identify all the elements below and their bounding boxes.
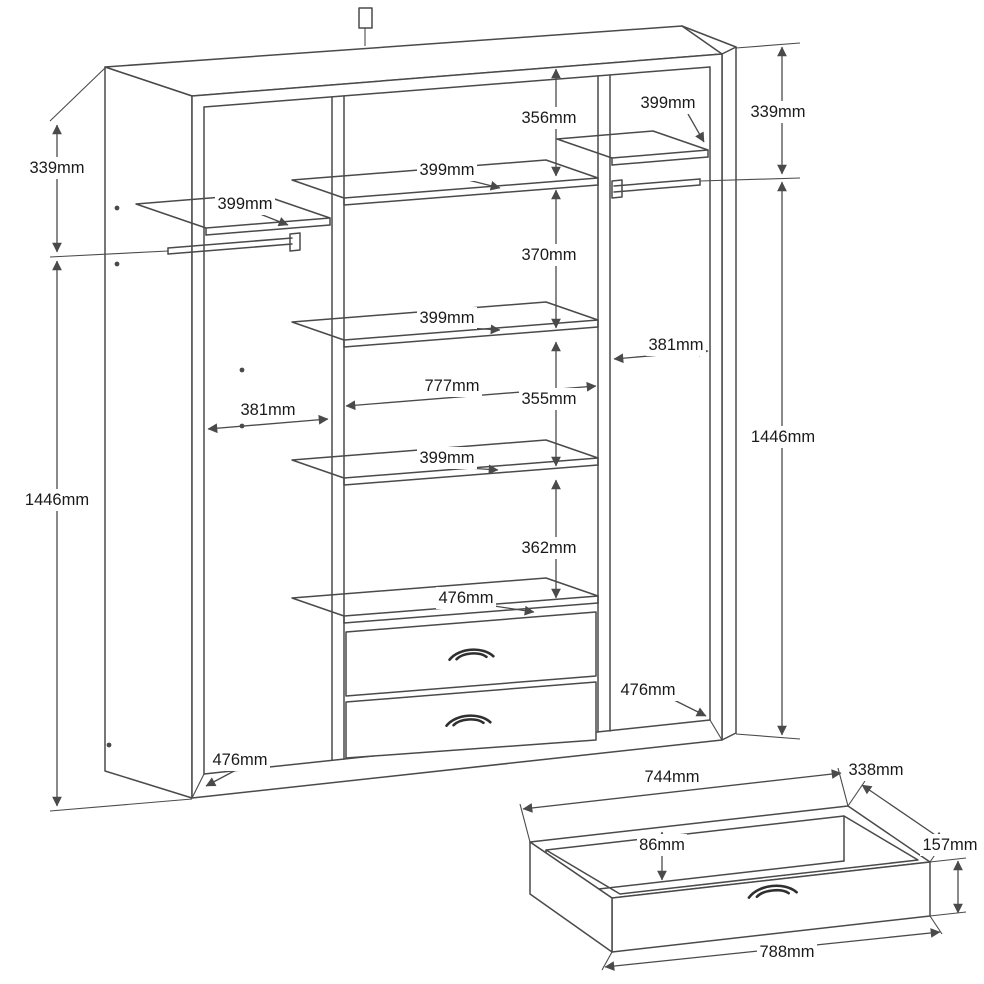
middle-shelf-2 bbox=[291, 301, 599, 348]
dim-label-mid-width: 777mm bbox=[422, 375, 482, 397]
dim-line-381-left bbox=[207, 414, 329, 434]
drawer-1-handle-icon bbox=[448, 648, 495, 662]
dim-text-left-shelf: 399mm bbox=[217, 195, 272, 213]
dim-text-mid-shelf-3: 399mm bbox=[419, 449, 474, 467]
dim-text-left-height: 1446mm bbox=[25, 491, 89, 509]
right-shelf bbox=[556, 130, 709, 166]
dim-line-744 bbox=[522, 769, 842, 813]
dim-label-drawer-height: 157mm bbox=[920, 834, 980, 856]
drawer-detail-handle-icon bbox=[747, 884, 798, 899]
dim-label-left-top: 339mm bbox=[27, 157, 87, 179]
middle-shelf-1 bbox=[291, 159, 599, 206]
dim-line-338 bbox=[861, 784, 945, 842]
dim-text-right-shelf: 399mm bbox=[640, 94, 695, 112]
dim-text-mid-width: 777mm bbox=[424, 377, 479, 395]
wardrobe-drawer-1 bbox=[345, 611, 597, 697]
dim-text-right-bottom: 476mm bbox=[620, 681, 675, 699]
dim-text-mid-gap-2: 370mm bbox=[521, 246, 576, 264]
dim-label-left-shelf: 399mm bbox=[215, 193, 275, 215]
dim-label-mid-gap-3: 355mm bbox=[519, 388, 579, 410]
top-fitting-detail bbox=[358, 7, 373, 46]
leader-476-left-bottom bbox=[205, 769, 237, 787]
dim-text-mid-shelf-2: 399mm bbox=[419, 309, 474, 327]
drawer-2-handle-icon bbox=[445, 714, 492, 728]
dim-label-drawer-inner-width: 744mm bbox=[642, 766, 702, 788]
dim-label-right-top: 339mm bbox=[748, 101, 808, 123]
dim-label-left-bottom: 476mm bbox=[210, 749, 270, 771]
dim-text-mid-bottom: 476mm bbox=[438, 589, 493, 607]
dim-label-mid-shelf-1: 399mm bbox=[417, 159, 477, 181]
wardrobe-drawing bbox=[104, 7, 737, 799]
plinth-left bbox=[191, 773, 205, 799]
dim-text-mid-gap-4: 362mm bbox=[521, 539, 576, 557]
leader-476-mid bbox=[493, 605, 535, 616]
left-hanging-rail bbox=[167, 232, 301, 255]
extension-lines-left bbox=[49, 67, 193, 812]
dim-text-right-top: 339mm bbox=[750, 103, 805, 121]
dim-label-left-height: 1446mm bbox=[21, 489, 93, 511]
wardrobe-drawer-2 bbox=[345, 681, 597, 759]
left-side-panel bbox=[104, 66, 193, 799]
dim-label-right-bottom: 476mm bbox=[618, 679, 678, 701]
plinth-right bbox=[709, 719, 723, 741]
dim-label-right-shelf: 399mm bbox=[638, 92, 698, 114]
dim-text-mid-shelf-1: 399mm bbox=[419, 161, 474, 179]
dim-text-drawer-outer-width: 788mm bbox=[759, 943, 814, 961]
dim-text-left-width: 381mm bbox=[240, 401, 295, 419]
leader-399-right bbox=[687, 113, 705, 143]
extension-lines-right bbox=[699, 42, 801, 740]
dim-label-right-height: 1446mm bbox=[747, 426, 819, 448]
leader-399-left bbox=[259, 213, 289, 227]
right-hanging-rail bbox=[611, 178, 701, 199]
dim-text-mid-gap-3: 355mm bbox=[521, 390, 576, 408]
dimension-labels: 339mm 1446mm 399mm 381mm 476mm 356mm 399… bbox=[21, 92, 980, 963]
drawer-detail-drawing bbox=[529, 805, 931, 953]
middle-shelf-3 bbox=[291, 439, 599, 486]
leader-399-mid-1 bbox=[467, 179, 501, 191]
dim-label-drawer-inner-height: 86mm bbox=[637, 834, 687, 856]
dim-label-mid-shelf-3: 399mm bbox=[417, 447, 477, 469]
dim-text-mid-top-gap: 356mm bbox=[521, 109, 576, 127]
dim-label-mid-bottom: 476mm bbox=[436, 587, 496, 609]
right-panel-edge bbox=[721, 46, 737, 741]
dim-label-mid-top-gap: 356mm bbox=[519, 107, 579, 129]
dim-text-drawer-depth: 338mm bbox=[848, 761, 903, 779]
dim-text-left-bottom: 476mm bbox=[212, 751, 267, 769]
dim-text-drawer-inner-height: 86mm bbox=[639, 836, 685, 854]
dim-text-left-top: 339mm bbox=[29, 159, 84, 177]
dim-label-drawer-outer-width: 788mm bbox=[757, 941, 817, 963]
dim-text-right-width: 381mm bbox=[648, 336, 703, 354]
dim-label-right-width: 381mm bbox=[646, 334, 706, 356]
dim-text-drawer-inner-width: 744mm bbox=[644, 768, 699, 786]
dim-label-mid-gap-2: 370mm bbox=[519, 244, 579, 266]
middle-bottom-shelf bbox=[291, 577, 599, 624]
dim-label-left-width: 381mm bbox=[238, 399, 298, 421]
top-right-edge bbox=[681, 25, 737, 48]
dim-text-right-height: 1446mm bbox=[751, 428, 815, 446]
leader-476-right bbox=[671, 698, 707, 717]
dim-label-mid-shelf-2: 399mm bbox=[417, 307, 477, 329]
inner-top-edge bbox=[203, 66, 711, 108]
dim-label-drawer-depth: 338mm bbox=[846, 759, 906, 781]
dim-label-mid-gap-4: 362mm bbox=[519, 537, 579, 559]
dim-text-drawer-height: 157mm bbox=[922, 836, 977, 854]
